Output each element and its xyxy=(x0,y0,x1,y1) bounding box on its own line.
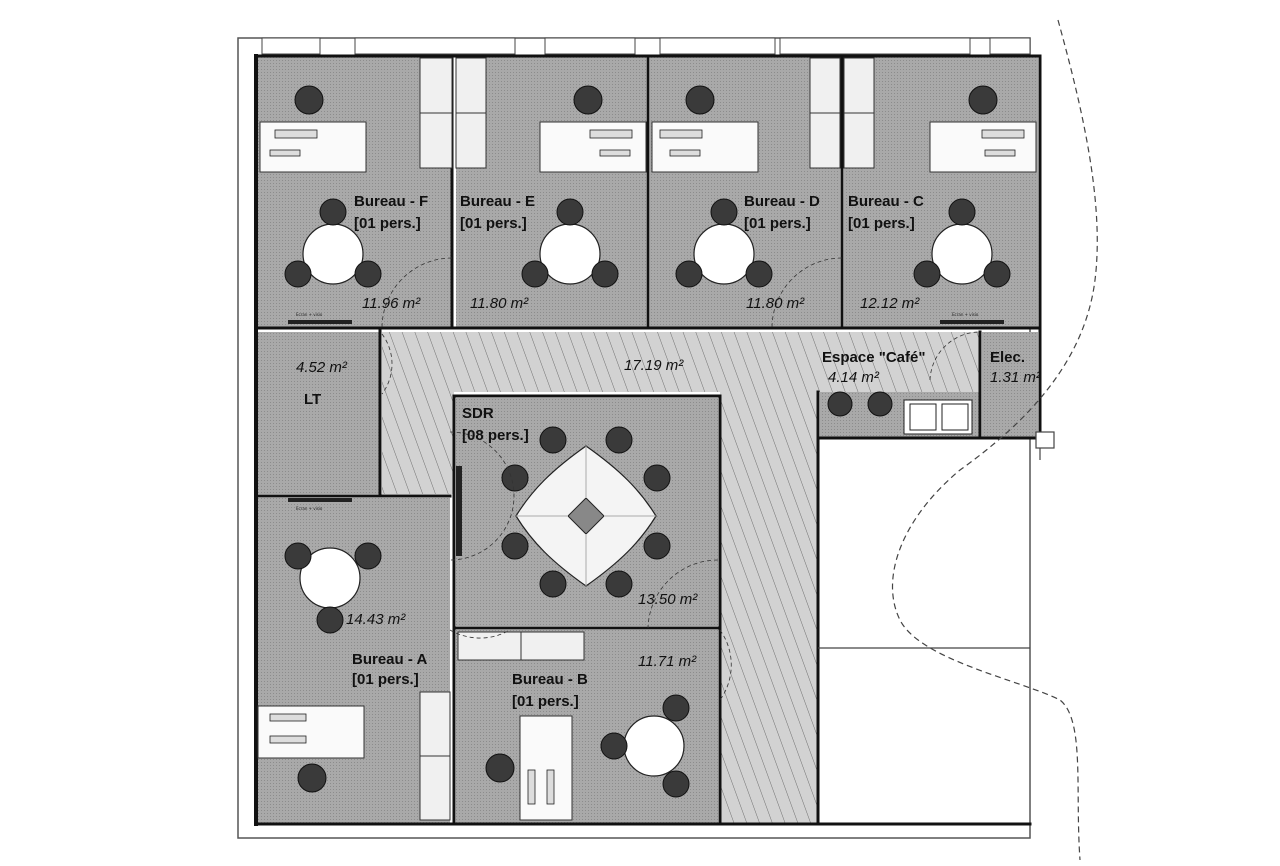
room-area-cafe: 4.14 m² xyxy=(828,369,880,386)
cupboards xyxy=(419,57,875,821)
room-name-e: Bureau - E xyxy=(460,193,535,210)
table-f xyxy=(302,223,364,285)
labels: Bureau - F [01 pers.] 11.96 m² Bureau - … xyxy=(296,193,1042,710)
desk-f xyxy=(259,121,367,173)
room-area-b: 11.71 m² xyxy=(638,653,697,670)
floor-lt xyxy=(258,332,380,494)
table-d xyxy=(693,223,755,285)
room-area-a: 14.43 m² xyxy=(346,611,406,628)
desk-c xyxy=(929,121,1037,173)
room-capacity-f: [01 pers.] xyxy=(354,215,421,232)
desk-d xyxy=(651,121,759,173)
room-name-b: Bureau - B xyxy=(512,671,588,688)
room-name-c: Bureau - C xyxy=(848,193,924,210)
room-name-d: Bureau - D xyxy=(744,193,820,210)
chairs xyxy=(284,85,1011,798)
desk-b xyxy=(519,715,573,821)
walls xyxy=(254,54,1042,826)
room-capacity-e: [01 pers.] xyxy=(460,215,527,232)
room-capacity-c: [01 pers.] xyxy=(848,215,915,232)
floor-elec xyxy=(982,332,1038,437)
room-capacity-sdr: [08 pers.] xyxy=(462,427,529,444)
room-capacity-d: [01 pers.] xyxy=(744,215,811,232)
room-capacity-b: [01 pers.] xyxy=(512,693,579,710)
room-name-elec: Elec. xyxy=(990,349,1025,366)
courtyard xyxy=(818,19,1098,861)
screen-label-a: Ecran + visio xyxy=(296,506,323,511)
room-area-d: 11.80 m² xyxy=(746,295,805,312)
windows-top xyxy=(261,37,1031,55)
table-e xyxy=(539,223,601,285)
room-area-e: 11.80 m² xyxy=(470,295,529,312)
computers xyxy=(269,129,1025,805)
room-area-f: 11.96 m² xyxy=(362,295,421,312)
room-area-sdr: 13.50 m² xyxy=(638,591,698,608)
table-c xyxy=(931,223,993,285)
office-floors xyxy=(256,56,1038,824)
meeting-table xyxy=(515,445,657,587)
room-area-c: 12.12 m² xyxy=(860,295,920,312)
screens xyxy=(288,320,1004,556)
screen-label-c: Ecran + visio xyxy=(952,312,979,317)
room-name-sdr: SDR xyxy=(462,405,494,422)
table-b xyxy=(623,715,685,777)
desk-e xyxy=(539,121,647,173)
room-area-elec: 1.31 m² xyxy=(990,369,1042,386)
room-area-lt: 4.52 m² xyxy=(296,359,348,376)
round-tables xyxy=(299,223,993,777)
corridor-floor xyxy=(382,332,980,824)
sink xyxy=(903,399,973,435)
room-area-corridor: 17.19 m² xyxy=(624,357,684,374)
room-capacity-a: [01 pers.] xyxy=(352,671,419,688)
room-name-a: Bureau - A xyxy=(352,651,427,668)
room-name-lt: LT xyxy=(304,391,321,408)
room-name-cafe: Espace "Café" xyxy=(822,349,925,366)
door-swings xyxy=(381,257,981,701)
screen-label-f: Ecran + visio xyxy=(296,312,323,317)
room-name-f: Bureau - F xyxy=(354,193,428,210)
